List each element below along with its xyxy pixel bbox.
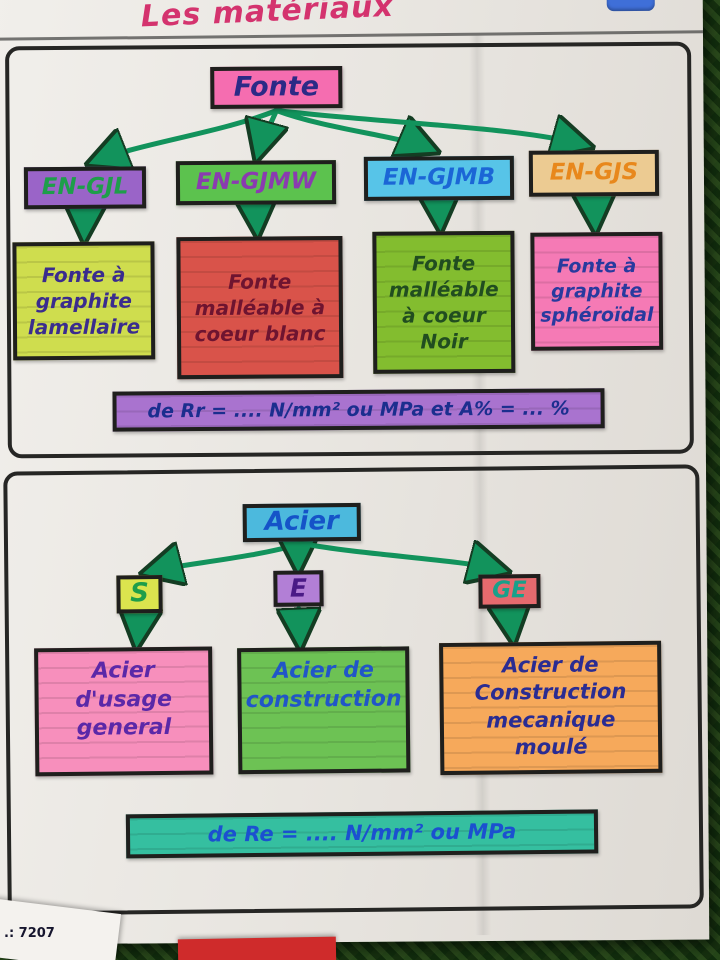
acier-desc-construction: Acier de construction: [237, 646, 411, 775]
en-gjmw-node: EN-GJMW: [175, 160, 337, 206]
fonte-root-node: Fonte: [210, 66, 343, 109]
en-gjmb-node: EN-GJMB: [363, 155, 515, 201]
red-marking: [177, 936, 337, 960]
footer-code: .: 7207: [4, 926, 55, 941]
paper-sheet: Les matériaux: [0, 0, 710, 945]
fonte-diagram-frame: Fonte EN-GJL EN-GJMW EN-GJMB EN-GJS Font…: [5, 41, 694, 459]
fonte-desc-lamellaire: Fonte à graphite lamellaire: [12, 241, 156, 361]
e-node: E: [273, 570, 324, 607]
ge-node: GE: [478, 574, 541, 609]
en-gjl-node: EN-GJL: [23, 166, 147, 210]
acier-formula-banner: de Re = .... N/mm² ou MPa: [125, 809, 599, 859]
fonte-formula-banner: de Rr = .... N/mm² ou MPa et A% = ... %: [112, 388, 605, 432]
fonte-desc-spheroidal: Fonte à graphite sphéroïdal: [530, 231, 664, 351]
acier-desc-usage-general: Acier d'usage general: [34, 646, 214, 777]
blue-corner-tab: [606, 0, 655, 12]
page-title: Les matériaux: [140, 0, 395, 35]
acier-desc-mecanique-moule: Acier de Construction mecanique moulé: [439, 640, 663, 776]
s-node: S: [116, 574, 163, 614]
acier-root-node: Acier: [242, 502, 361, 543]
fonte-desc-coeur-blanc: Fonte malléable à coeur blanc: [176, 236, 344, 380]
en-gjs-node: EN-GJS: [528, 149, 660, 197]
acier-diagram-frame: Acier S E GE Acier d'usage general Acier…: [3, 464, 704, 916]
fonte-desc-coeur-noir: Fonte malléable à coeur Noir: [372, 230, 516, 374]
paper-top-edge: [0, 30, 703, 41]
